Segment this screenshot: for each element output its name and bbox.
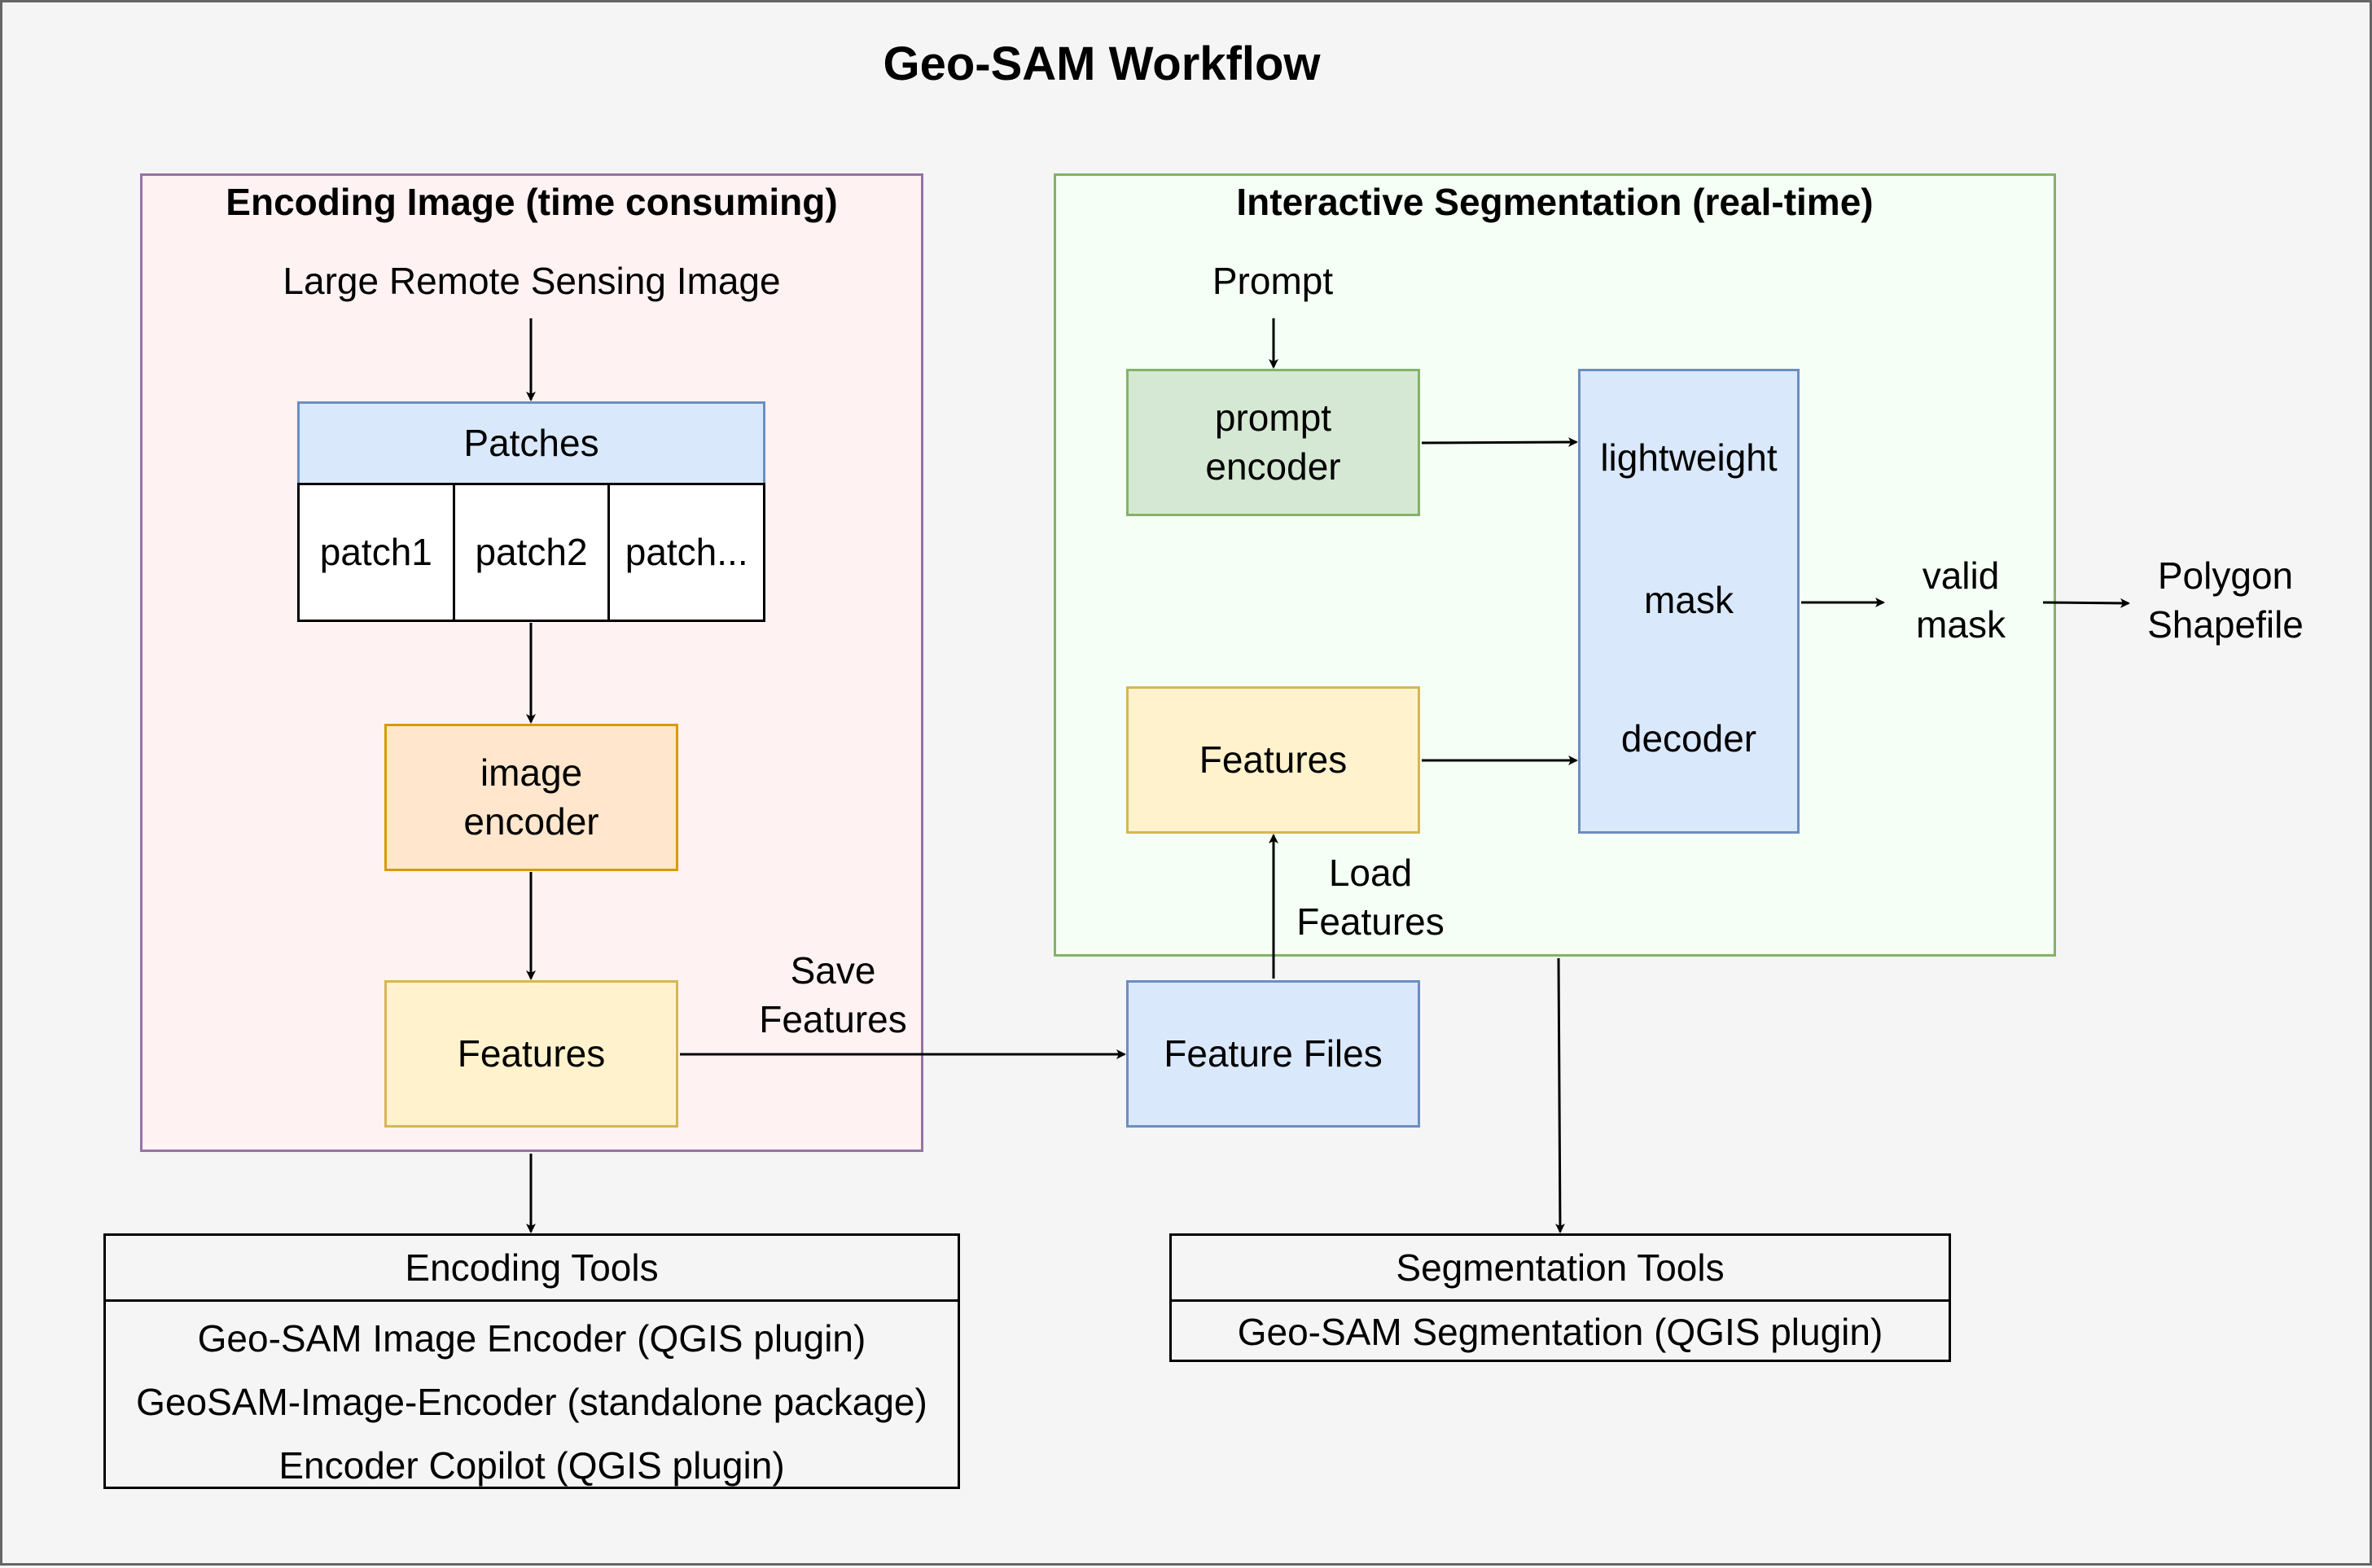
encoding-tool-item: Encoder Copilot (QGIS plugin): [278, 1444, 785, 1487]
input-image-label: Large Remote Sensing Image: [283, 260, 781, 303]
encoding-group-title: Encoding Image (time consuming): [226, 181, 838, 223]
load-features-label: Load Features: [1281, 841, 1460, 955]
patch-cell: patch...: [625, 530, 748, 573]
encoding-tools-table: Encoding Tools Geo-SAM Image Encoder (QG…: [103, 1233, 960, 1489]
save-features-label: Save Features: [735, 939, 931, 1053]
mask-decoder-line: lightweight: [1600, 436, 1778, 480]
patch-cell: patch1: [300, 485, 455, 620]
segmentation-tools-header: Segmentation Tools: [1172, 1236, 1949, 1302]
prompt-encoder-label: prompt encoder: [1205, 396, 1341, 488]
arrow-interactive-to-tools: [1554, 957, 1565, 1233]
mask-decoder-box: [1578, 369, 1800, 834]
patches-row: patch1 patch2 patch...: [297, 483, 765, 622]
valid-mask-text: valid mask: [1916, 554, 2006, 646]
valid-mask-label: valid mask: [1883, 540, 2038, 662]
patch-cell: patch2: [455, 485, 611, 620]
mask-decoder-line: decoder: [1620, 717, 1757, 760]
encoding-features-box: Features: [384, 980, 678, 1128]
segmentation-tool-item: Geo-SAM Segmentation (QGIS plugin): [1237, 1311, 1883, 1353]
image-encoder-box: image encoder: [384, 724, 678, 871]
polygon-shapefile-label: Polygon Shapefile: [2054, 540, 2372, 662]
patches-header: Patches: [297, 401, 765, 485]
interactive-features-box: Features: [1126, 686, 1420, 834]
encoding-tool-item: Geo-SAM Image Encoder (QGIS plugin): [197, 1317, 866, 1360]
prompt-encoder-box: prompt encoder: [1126, 369, 1420, 516]
mask-decoder-line: mask: [1644, 579, 1734, 622]
feature-files-box: Feature Files: [1126, 980, 1420, 1128]
encoding-tool-item: GeoSAM-Image-Encoder (standalone package…: [136, 1381, 927, 1423]
prompt-label: Prompt: [1212, 260, 1334, 303]
encoding-tools-header: Encoding Tools: [106, 1236, 958, 1302]
save-features-text: Save Features: [759, 949, 907, 1040]
diagram-title: Geo-SAM Workflow: [883, 37, 1321, 90]
interactive-group-title: Interactive Segmentation (real-time): [1236, 181, 1874, 223]
polygon-shapefile-text: Polygon Shapefile: [2147, 554, 2304, 646]
load-features-text: Load Features: [1296, 852, 1445, 943]
image-encoder-label: image encoder: [463, 751, 599, 843]
segmentation-tools-table: Segmentation Tools Geo-SAM Segmentation …: [1169, 1233, 1951, 1362]
